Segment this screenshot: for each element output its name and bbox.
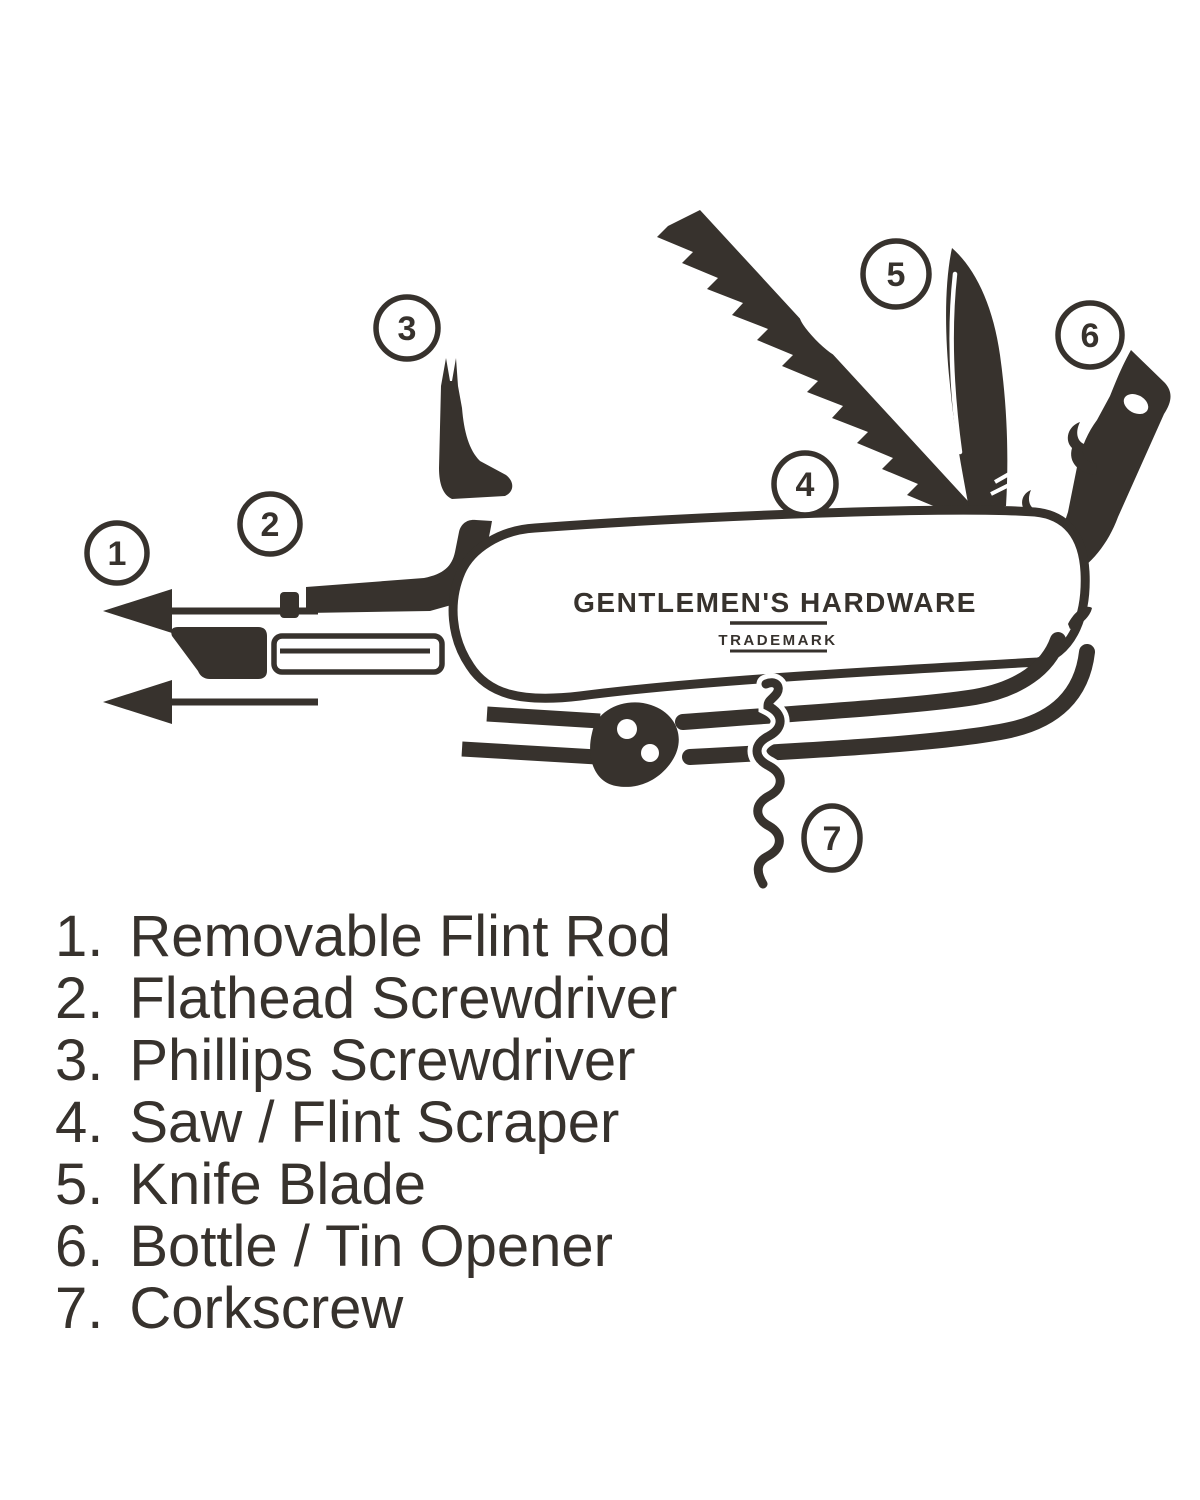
svg-text:3: 3 bbox=[398, 310, 417, 348]
legend-label: Removable Flint Rod bbox=[129, 904, 671, 969]
callout-3: 3 bbox=[373, 294, 441, 362]
callout-5: 5 bbox=[860, 238, 932, 310]
legend-number: 4. bbox=[55, 1090, 104, 1155]
corkscrew-shape bbox=[747, 673, 790, 894]
legend-number: 2. bbox=[55, 966, 104, 1031]
callout-6: 6 bbox=[1055, 300, 1125, 370]
trademark-text: TRADEMARK bbox=[718, 632, 837, 649]
arrow-left-bottom-icon bbox=[103, 680, 318, 724]
knife-blade-shape bbox=[946, 248, 1008, 514]
blade-bevel-line bbox=[949, 271, 963, 455]
callout-4: 4 bbox=[771, 450, 839, 518]
legend-label: Saw / Flint Scraper bbox=[129, 1090, 620, 1155]
svg-text:6: 6 bbox=[1081, 317, 1100, 355]
legend-item-7: 7. Corkscrew bbox=[55, 1278, 1155, 1340]
svg-text:7: 7 bbox=[823, 820, 842, 858]
knife-body bbox=[448, 505, 1090, 703]
legend-item-2: 2. Flathead Screwdriver bbox=[55, 968, 1155, 1030]
rope-knot bbox=[590, 702, 679, 787]
flint-rod-handle bbox=[171, 627, 267, 679]
saw-slit bbox=[799, 316, 839, 356]
junction-slits bbox=[990, 468, 1020, 496]
svg-text:4: 4 bbox=[796, 466, 815, 504]
brand-text: GENTLEMEN'S HARDWARE bbox=[573, 587, 977, 618]
legend-item-4: 4. Saw / Flint Scraper bbox=[55, 1092, 1155, 1154]
legend-item-3: 3. Phillips Screwdriver bbox=[55, 1030, 1155, 1092]
legend-item-5: 5. Knife Blade bbox=[55, 1154, 1155, 1216]
opener-notch bbox=[1123, 393, 1149, 415]
callout-2: 2 bbox=[237, 491, 303, 557]
phillips-screwdriver-shape bbox=[439, 358, 513, 499]
flint-rod bbox=[271, 633, 445, 675]
arrow-left-top-icon bbox=[103, 589, 318, 633]
legend-label: Phillips Screwdriver bbox=[129, 1028, 636, 1093]
legend-label: Corkscrew bbox=[129, 1276, 404, 1341]
legend-label: Flathead Screwdriver bbox=[129, 966, 678, 1031]
svg-text:5: 5 bbox=[887, 256, 906, 294]
callout-7: 7 bbox=[801, 803, 863, 873]
bottle-opener-shape bbox=[1046, 350, 1171, 577]
legend-item-1: 1. Removable Flint Rod bbox=[55, 906, 1155, 968]
knife-diagram: GENTLEMEN'S HARDWARE TRADEMARK 1 bbox=[84, 210, 1171, 894]
legend-number: 6. bbox=[55, 1214, 104, 1279]
svg-text:1: 1 bbox=[108, 535, 127, 573]
legend-label: Bottle / Tin Opener bbox=[129, 1214, 613, 1279]
legend-label: Knife Blade bbox=[129, 1152, 427, 1217]
rope-end-tip bbox=[1068, 606, 1092, 629]
legend-item-6: 6. Bottle / Tin Opener bbox=[55, 1216, 1155, 1278]
legend: 1. Removable Flint Rod 2. Flathead Screwdr… bbox=[55, 906, 1155, 1340]
opener-hook-curl bbox=[1067, 422, 1097, 475]
svg-text:2: 2 bbox=[261, 506, 280, 544]
legend-number: 7. bbox=[55, 1276, 104, 1341]
callout-1: 1 bbox=[84, 520, 150, 586]
legend-number: 5. bbox=[55, 1152, 104, 1217]
flint-rod-assembly bbox=[103, 589, 445, 724]
saw-blade-shape bbox=[657, 210, 990, 525]
legend-number: 1. bbox=[55, 904, 104, 969]
legend-number: 3. bbox=[55, 1028, 104, 1093]
